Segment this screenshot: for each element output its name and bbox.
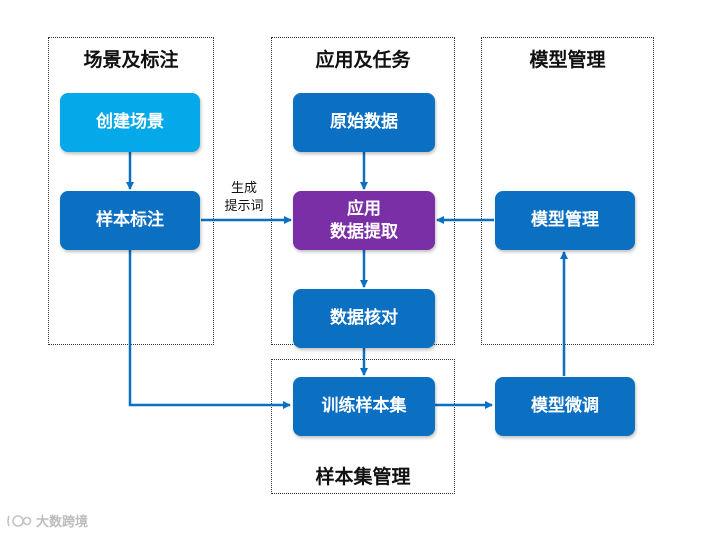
node-create-scene[interactable]: 创建场景 — [60, 93, 200, 152]
sample-section-title: 样本集管理 — [315, 466, 411, 488]
node-create-scene-label: 创建场景 — [96, 112, 164, 133]
watermark: 大数跨境 — [6, 511, 88, 530]
node-app-extract-line2: 数据提取 — [330, 221, 398, 242]
edge-label-line2: 提示词 — [224, 198, 264, 214]
node-model-finetune-label: 模型微调 — [531, 396, 599, 417]
edge-label-generate-prompt: 生成 提示词 — [214, 180, 274, 215]
node-train-set[interactable]: 训练样本集 — [293, 377, 435, 436]
model-section-title: 模型管理 — [529, 49, 606, 71]
node-app-extract-line1: 应用 — [347, 199, 381, 220]
node-raw-data-label: 原始数据 — [330, 112, 398, 133]
node-model-finetune[interactable]: 模型微调 — [495, 377, 635, 436]
node-sample-label-label: 样本标注 — [96, 210, 164, 231]
arrow-label-to-train — [128, 250, 291, 409]
node-sample-label[interactable]: 样本标注 — [60, 191, 200, 250]
node-data-check-label: 数据核对 — [330, 308, 398, 329]
node-raw-data[interactable]: 原始数据 — [293, 93, 435, 152]
node-train-set-label: 训练样本集 — [321, 396, 407, 417]
watermark-logo-icon — [7, 514, 32, 527]
edge-label-line1: 生成 — [230, 181, 257, 196]
node-model-mgmt-label: 模型管理 — [531, 210, 599, 231]
node-app-extract[interactable]: 应用 数据提取 — [293, 191, 435, 250]
watermark-text: 大数跨境 — [36, 515, 89, 530]
scene-section-title: 场景及标注 — [83, 49, 179, 71]
node-model-mgmt[interactable]: 模型管理 — [495, 191, 635, 250]
node-data-check[interactable]: 数据核对 — [293, 289, 435, 348]
app-section-title: 应用及任务 — [315, 49, 411, 71]
model-section-frame — [481, 37, 654, 345]
